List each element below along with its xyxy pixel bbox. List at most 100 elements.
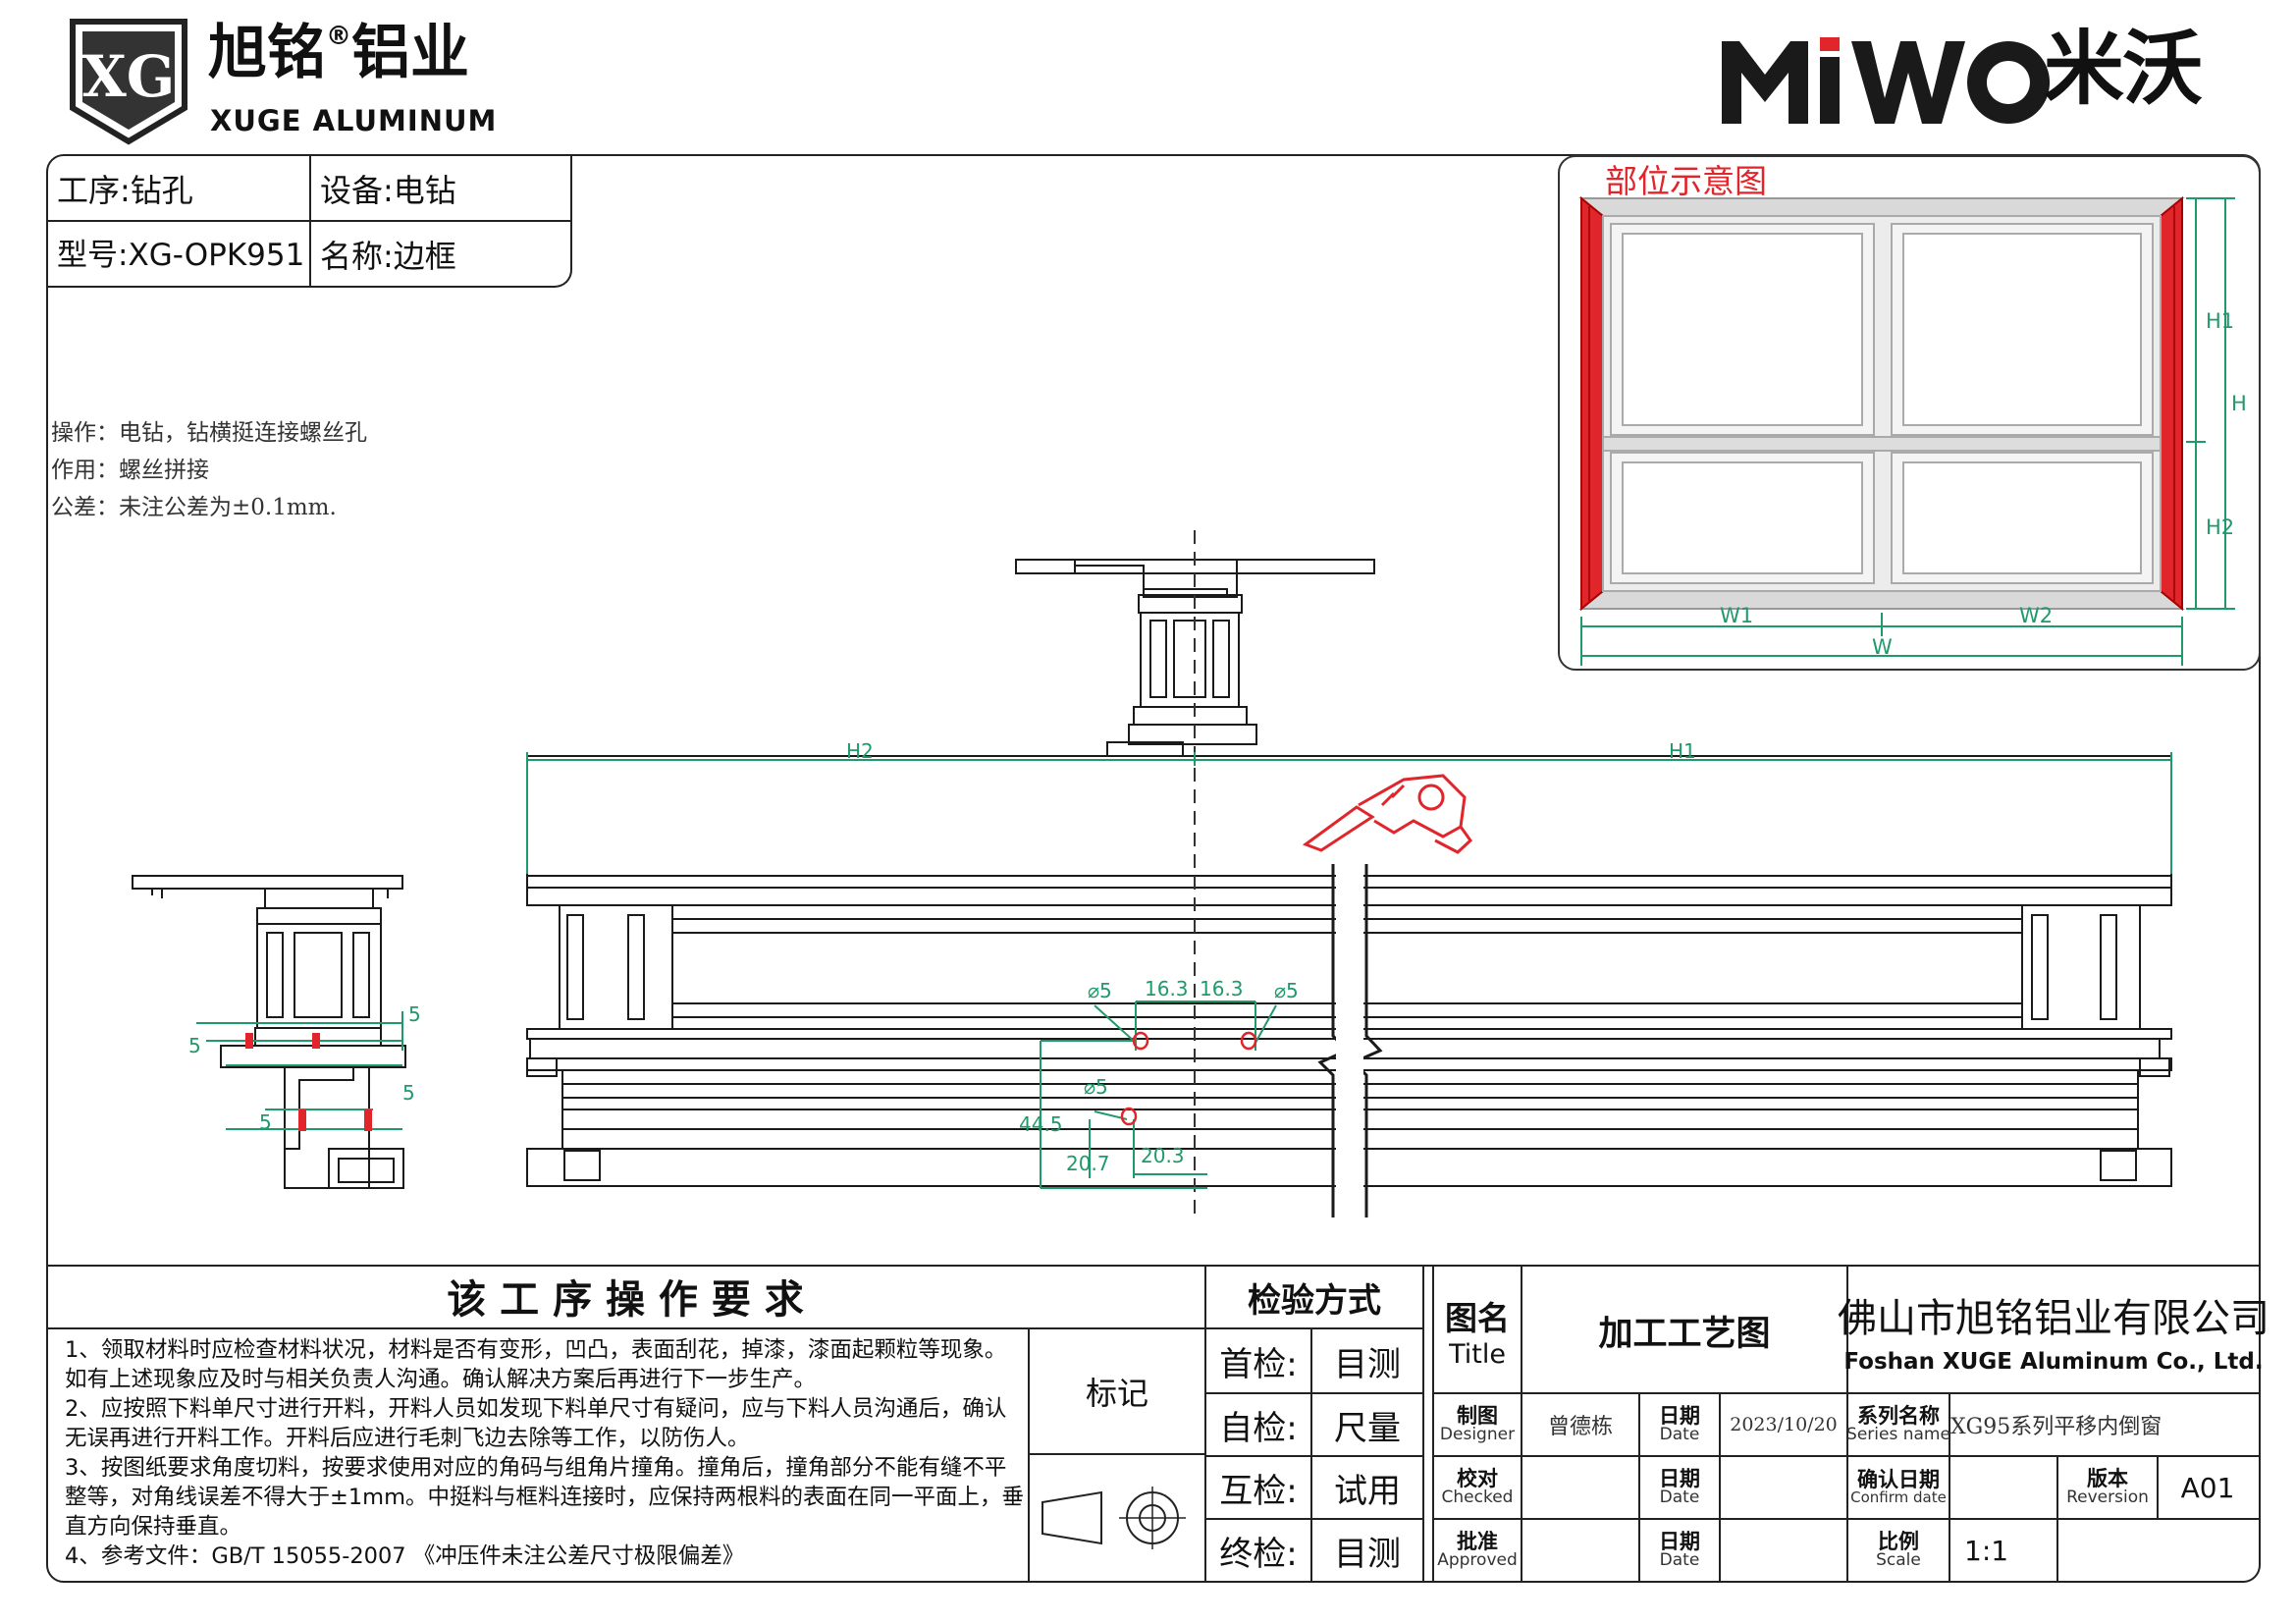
tb-approved-label: 批准 Approved <box>1434 1520 1521 1581</box>
process-label: 工序: <box>57 172 131 209</box>
req-3a: 3、按图纸要求角度切料，按要求使用对应的角码与组角片撞角。撞角后，撞角部分不能有… <box>65 1455 1007 1481</box>
tb-company: 佛山市旭铭铝业有限公司 Foshan XUGE Aluminum Co., Lt… <box>1838 1269 2269 1392</box>
tb-col6-rule <box>2157 1455 2159 1518</box>
tb-series-en: Series name <box>1846 1425 1950 1445</box>
xg-emblem-icon: XG <box>70 19 187 145</box>
dim-hole-left: ⌀5 <box>1088 979 1112 1002</box>
inspection-right-rule <box>1422 1267 1424 1581</box>
tb-date-cn-3: 日期 <box>1659 1530 1700 1554</box>
inspection-title: 检验方式 <box>1248 1280 1381 1321</box>
dim-hole-bottom: ⌀5 <box>1084 1075 1108 1099</box>
bottom-top-rule <box>48 1265 2259 1267</box>
equipment-value: 电钻 <box>393 172 456 209</box>
tb-date-label-3: 日期 Date <box>1640 1520 1719 1581</box>
tb-confirm-cn: 确认日期 <box>1857 1468 1940 1492</box>
model-label: 型号: <box>57 238 129 273</box>
header-box <box>48 156 572 288</box>
process-value: 钻孔 <box>130 172 193 209</box>
position-diagram-title: 部位示意图 <box>1605 162 1767 200</box>
tb-col1-rule <box>1521 1267 1522 1581</box>
inspection-mutual-value: 试用 <box>1334 1471 1401 1511</box>
equipment-label: 设备: <box>320 172 394 209</box>
dim-side-5-d: 5 <box>259 1110 272 1134</box>
window-position-svg: H1 H H2 W1 W2 W <box>1578 195 2247 666</box>
tb-revision-en: Reversion <box>2066 1488 2149 1508</box>
inspection-final-label: 终检: <box>1219 1534 1298 1574</box>
tb-scale-en: Scale <box>1876 1550 1921 1571</box>
inspection-rule-2 <box>1206 1455 1422 1457</box>
part-name-label: 名称: <box>320 238 394 275</box>
projection-symbol-icon <box>1041 1487 1186 1549</box>
dim-44-5: 44.5 <box>1019 1112 1063 1136</box>
tb-title-cn: 图名 <box>1445 1298 1510 1337</box>
tb-company-cn: 佛山市旭铭铝业有限公司 <box>1838 1296 2269 1341</box>
req-3b: 整等，对角线误差不得大于±1mm。中挺料与框料连接时，应保持两根料的表面在同一平… <box>65 1485 1025 1510</box>
part-name-value: 边框 <box>393 238 456 275</box>
miwo-chinese: 米沃 <box>2044 23 2203 116</box>
dim-h2: H2 <box>846 739 874 763</box>
company-logo-left: XG 旭铭®铝业 XUGE ALUMINUM <box>69 18 496 145</box>
label-h2: H2 <box>2206 515 2234 539</box>
inspection-rule-3 <box>1206 1518 1422 1520</box>
tb-col3-rule <box>1846 1267 1848 1581</box>
tb-confirm-en: Confirm date <box>1850 1488 1947 1507</box>
tb-scale-label: 比例 Scale <box>1848 1520 1949 1581</box>
tb-scale-cn: 比例 <box>1878 1530 1919 1554</box>
tb-approved-cn: 批准 <box>1457 1530 1498 1554</box>
tb-confirm-label: 确认日期 Confirm date <box>1848 1457 1949 1518</box>
label-h: H <box>2231 392 2247 415</box>
inspection-rule-1 <box>1206 1392 1422 1394</box>
note-operation: 操作：电钻，钻横挺连接螺丝孔 <box>51 420 367 446</box>
tb-designer-label: 制图 Designer <box>1434 1394 1521 1455</box>
mark-label: 标记 <box>1085 1375 1148 1412</box>
tb-date-en-1: Date <box>1659 1425 1700 1445</box>
label-w: W <box>1872 635 1893 659</box>
tb-date-en-3: Date <box>1659 1550 1700 1571</box>
brand-name-cn: 旭铭 <box>208 19 326 87</box>
requirements-title: 该 工 序 操 作 要 求 <box>447 1277 804 1323</box>
process-cell: 工序:钻孔 <box>57 175 193 206</box>
tb-col2-rule <box>1638 1392 1640 1581</box>
tb-company-en: Foshan XUGE Aluminum Co., Ltd. <box>1843 1349 2264 1375</box>
main-drawing-svg: H2 H1 ⌀5 ⌀5 ⌀5 16.3 16.3 44.5 20.7 20.3 … <box>132 530 2172 1217</box>
tb-revision-value: A01 <box>2180 1471 2235 1504</box>
model-cell: 型号:XG-OPK951 <box>57 241 304 271</box>
tb-checked-en: Checked <box>1441 1488 1514 1508</box>
tb-col2b-rule <box>1719 1392 1721 1581</box>
model-value: XG-OPK951 <box>128 238 305 273</box>
dim-16-3-a: 16.3 <box>1145 977 1189 1001</box>
tb-title-value: 加工工艺图 <box>1598 1314 1771 1354</box>
tb-date-en-2: Date <box>1659 1488 1700 1508</box>
note-tolerance: 公差：未注公差为±0.1mm. <box>51 495 337 520</box>
tb-checked-label: 校对 Checked <box>1434 1457 1521 1518</box>
tb-col4-rule <box>1949 1392 1950 1581</box>
dim-h1: H1 <box>1669 739 1696 763</box>
tb-row3-rule <box>1432 1518 2259 1520</box>
req-2b: 无误再进行开料工作。开料后应进行毛刺飞边去除等工作，以防伤人。 <box>65 1426 750 1451</box>
tb-left-rule <box>1432 1267 1434 1581</box>
tb-scale-value: 1:1 <box>1964 1534 2009 1567</box>
tb-date-label-2: 日期 Date <box>1640 1457 1719 1518</box>
dim-side-5-a: 5 <box>408 1002 421 1026</box>
requirements-title-rule <box>48 1327 1422 1329</box>
dim-20-3: 20.3 <box>1141 1144 1185 1167</box>
mark-row-rule <box>1028 1453 1204 1455</box>
requirements-right-rule <box>1204 1267 1206 1581</box>
tb-row2-rule <box>1432 1455 2259 1457</box>
req-2a: 2、应按照下料单尺寸进行开料，开料人员如发现下料单尺寸有疑问，应与下料人员沟通后… <box>65 1396 1007 1422</box>
inspection-self-value: 尺量 <box>1334 1408 1401 1448</box>
dim-side-5-c: 5 <box>402 1081 415 1105</box>
req-4: 4、参考文件：GB/T 15055-2007 《冲压件未注公差尺寸极限偏差》 <box>65 1543 745 1569</box>
inspection-first-label: 首检: <box>1219 1344 1298 1384</box>
tb-revision-label: 版本 Reversion <box>2058 1457 2157 1518</box>
dim-hole-right: ⌀5 <box>1274 979 1299 1002</box>
tb-designer-value: 曾德栋 <box>1547 1415 1613 1439</box>
tb-title-en: Title <box>1449 1338 1506 1370</box>
tb-series-label: 系列名称 Series name <box>1846 1394 1950 1455</box>
tb-designer-en: Designer <box>1439 1425 1516 1445</box>
label-h1: H1 <box>2206 309 2234 333</box>
equipment-cell: 设备:电钻 <box>320 175 456 206</box>
dim-side-5-b: 5 <box>188 1034 201 1057</box>
emblem-text: XG <box>82 43 176 110</box>
req-1b: 如有上述现象应及时与相关负责人沟通。确认解决方案后再进行下一步生产。 <box>65 1367 817 1392</box>
